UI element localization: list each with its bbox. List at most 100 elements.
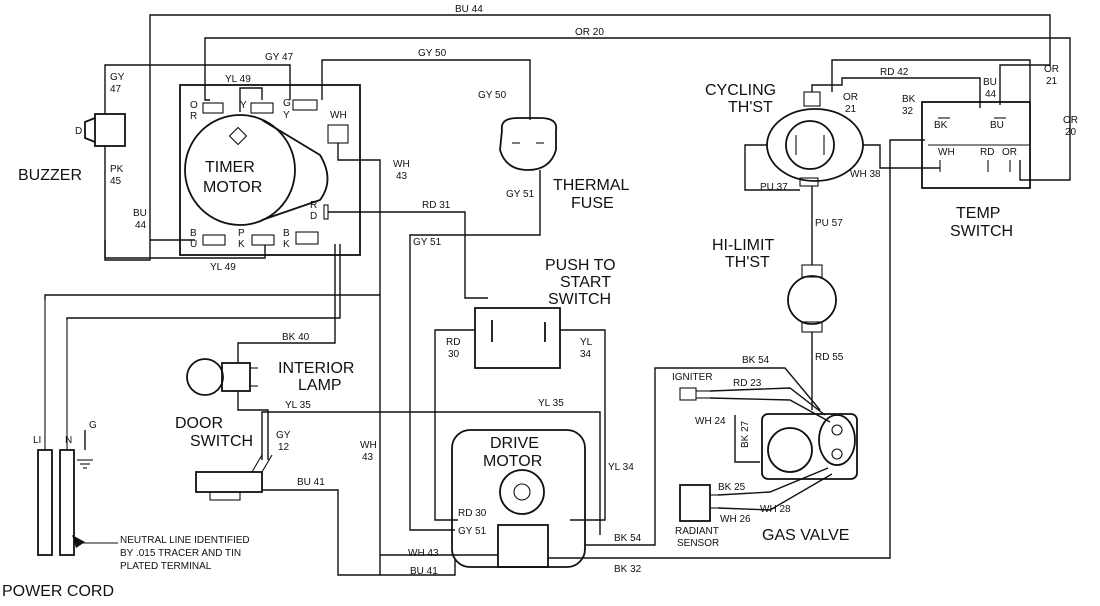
svg-text:O: O — [190, 100, 198, 111]
wire-gy47: GY 47 — [104, 52, 294, 105]
wire-bk27: BK 27 — [734, 415, 760, 463]
wire-bu44-left: BU 44 — [133, 208, 195, 241]
svg-text:BU: BU — [990, 120, 1004, 131]
svg-text:OR: OR — [1044, 64, 1059, 75]
wire-yl49-bottom: YL 49 — [104, 245, 266, 273]
svg-text:GY 50: GY 50 — [418, 48, 447, 59]
svg-text:INTERIOR: INTERIOR — [278, 360, 354, 377]
svg-text:SWITCH: SWITCH — [950, 223, 1013, 240]
svg-text:BK 32: BK 32 — [614, 564, 642, 575]
svg-text:WH 26: WH 26 — [720, 514, 751, 525]
svg-text:N: N — [65, 435, 72, 446]
svg-text:POWER CORD: POWER CORD — [2, 583, 114, 600]
power-cord: LI N G NEUTRAL LINE IDENTIFIED BY .015 T… — [2, 244, 380, 600]
svg-text:BK 54: BK 54 — [614, 533, 642, 544]
wire-yl35: YL 35 YL 35 — [261, 398, 601, 535]
svg-text:FUSE: FUSE — [571, 195, 614, 212]
wire-yl49-top: YL 49 — [225, 74, 263, 112]
svg-text:BK 25: BK 25 — [718, 482, 746, 493]
svg-text:44: 44 — [135, 220, 147, 231]
svg-text:MOTOR: MOTOR — [483, 453, 542, 470]
svg-text:YL 34: YL 34 — [608, 462, 634, 473]
svg-text:12: 12 — [278, 442, 290, 453]
svg-text:RD 31: RD 31 — [422, 200, 451, 211]
svg-text:LAMP: LAMP — [298, 377, 342, 394]
svg-text:RADIANT: RADIANT — [675, 526, 719, 537]
svg-text:PU 57: PU 57 — [815, 218, 843, 229]
thermal-fuse: GY 50 GY 51 THERMAL FUSE — [478, 90, 630, 212]
svg-text:BU 41: BU 41 — [410, 566, 438, 577]
svg-text:BK: BK — [902, 94, 916, 105]
svg-text:SWITCH: SWITCH — [548, 291, 611, 308]
svg-text:YL 35: YL 35 — [538, 398, 564, 409]
drive-motor: DRIVE MOTOR RD 30 GY 51 — [451, 429, 586, 568]
svg-text:RD 23: RD 23 — [733, 378, 762, 389]
svg-text:BU 41: BU 41 — [297, 477, 325, 488]
svg-text:D: D — [75, 126, 82, 137]
svg-text:PK: PK — [110, 164, 124, 175]
svg-text:34: 34 — [580, 349, 592, 360]
svg-text:K: K — [283, 239, 290, 250]
wire-yl34 — [560, 329, 606, 521]
svg-text:DRIVE: DRIVE — [490, 435, 539, 452]
svg-text:START: START — [560, 274, 611, 291]
svg-text:RD: RD — [446, 337, 460, 348]
svg-text:BU 44: BU 44 — [455, 4, 483, 15]
svg-text:20: 20 — [1065, 127, 1077, 138]
svg-text:SENSOR: SENSOR — [677, 538, 719, 549]
svg-text:YL 49: YL 49 — [225, 74, 251, 85]
wire-wh43-right: WH 43 — [337, 143, 410, 575]
svg-text:YL 49: YL 49 — [210, 262, 236, 273]
svg-text:G: G — [283, 98, 291, 109]
svg-text:GY 51: GY 51 — [506, 189, 535, 200]
svg-text:R: R — [190, 111, 197, 122]
svg-text:IGNITER: IGNITER — [672, 372, 713, 383]
svg-text:PLATED TERMINAL: PLATED TERMINAL — [120, 561, 212, 572]
wire-rd42: RD 42 — [811, 67, 981, 108]
svg-text:BU: BU — [133, 208, 147, 219]
svg-text:43: 43 — [362, 452, 374, 463]
svg-text:CYCLING: CYCLING — [705, 82, 776, 99]
svg-text:NEUTRAL LINE IDENTIFIED: NEUTRAL LINE IDENTIFIED — [120, 535, 250, 546]
wire-lamp-down — [237, 391, 269, 460]
svg-text:TH'ST: TH'ST — [725, 254, 770, 271]
svg-text:BU: BU — [983, 77, 997, 88]
svg-text:GY 47: GY 47 — [265, 52, 294, 63]
svg-text:P: P — [238, 228, 245, 239]
svg-text:GAS VALVE: GAS VALVE — [762, 527, 849, 544]
wire-bu44-top: BU 44 — [104, 4, 1051, 261]
svg-text:OR: OR — [843, 92, 858, 103]
svg-text:WH 43: WH 43 — [408, 548, 439, 559]
svg-text:DOOR: DOOR — [175, 415, 223, 432]
svg-text:30: 30 — [448, 349, 460, 360]
svg-text:BK 27: BK 27 — [740, 420, 751, 448]
wire-or20-top: OR 20 — [204, 27, 1071, 181]
push-to-start-switch: PUSH TO START SWITCH RD 30 YL 34 — [446, 257, 616, 369]
wire-gy50: GY 50 — [321, 48, 531, 120]
svg-text:BK 40: BK 40 — [282, 332, 310, 343]
wire-rd31: RD 31 — [328, 200, 488, 299]
svg-text:WH: WH — [938, 147, 955, 158]
svg-text:OR: OR — [1002, 147, 1017, 158]
gas-valve: GAS VALVE BK 54 — [742, 355, 858, 544]
svg-text:GY: GY — [110, 72, 125, 83]
wire-wh38 — [863, 144, 940, 169]
svg-text:SWITCH: SWITCH — [190, 433, 253, 450]
svg-text:WH: WH — [330, 110, 347, 121]
svg-text:GY 50: GY 50 — [478, 90, 507, 101]
svg-text:G: G — [89, 420, 97, 431]
svg-text:YL 35: YL 35 — [285, 400, 311, 411]
svg-text:B: B — [283, 228, 290, 239]
svg-text:GY: GY — [276, 430, 291, 441]
temp-switch: BK BU WH RD OR TEMP SWITCH BU 44 BK 32 — [902, 77, 1031, 240]
svg-text:WH 28: WH 28 — [760, 504, 791, 515]
svg-text:BUZZER: BUZZER — [18, 167, 82, 184]
radiant-sensor: RADIANT SENSOR BK 25 WH 28 WH 26 — [675, 467, 833, 549]
svg-text:LI: LI — [33, 435, 41, 446]
svg-text:Y: Y — [240, 100, 247, 111]
svg-text:WH: WH — [360, 440, 377, 451]
svg-text:RD 30: RD 30 — [458, 508, 487, 519]
svg-text:RD 55: RD 55 — [815, 352, 844, 363]
svg-text:B: B — [190, 228, 197, 239]
svg-text:43: 43 — [396, 171, 408, 182]
